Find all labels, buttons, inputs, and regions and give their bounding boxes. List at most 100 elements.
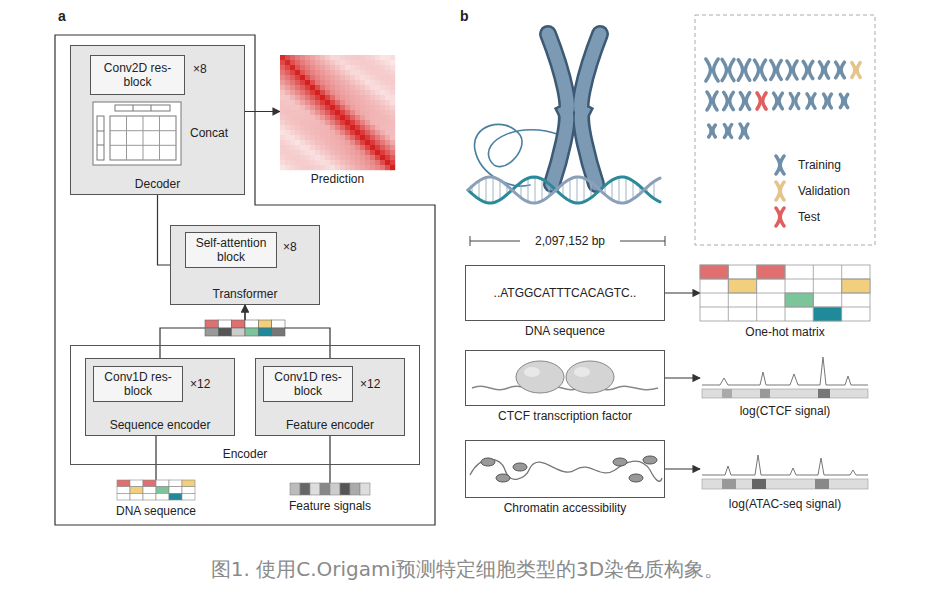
stroke [305, 90, 310, 95]
stroke [385, 65, 390, 70]
stroke [350, 165, 355, 170]
stroke [365, 120, 370, 125]
stroke [280, 145, 285, 150]
stroke [290, 55, 295, 60]
stroke [325, 75, 330, 80]
stroke [280, 140, 285, 145]
stroke [305, 140, 310, 145]
stroke [836, 62, 839, 78]
stroke [310, 90, 315, 95]
stroke [325, 110, 330, 115]
stroke [295, 70, 300, 75]
node-label: DNA sequence [116, 504, 196, 518]
stroke [375, 90, 380, 95]
stroke [330, 75, 335, 80]
drawing-part [548, 34, 567, 184]
stroke [355, 160, 360, 165]
drawing-part [93, 102, 181, 165]
connector [160, 305, 245, 358]
stroke [355, 60, 360, 65]
stroke [360, 60, 365, 65]
stroke [300, 160, 305, 165]
stroke [285, 65, 290, 70]
stroke [300, 110, 305, 115]
stroke [290, 80, 295, 85]
encoder-box: Sequence encoderConv1D res-block [85, 358, 235, 436]
stroke [315, 55, 320, 60]
stroke [370, 140, 375, 145]
stroke [360, 125, 365, 130]
stroke [280, 65, 285, 70]
stroke [763, 93, 766, 109]
stroke [468, 177, 660, 203]
stroke [340, 135, 345, 140]
stroke [295, 65, 300, 70]
stroke [375, 110, 380, 115]
stroke [300, 60, 305, 65]
stroke [335, 70, 340, 75]
stroke [335, 85, 340, 90]
stroke [375, 155, 380, 160]
drawing-part [643, 456, 657, 464]
stroke [310, 75, 315, 80]
stroke [746, 93, 750, 110]
stroke [305, 55, 310, 60]
stroke [315, 75, 320, 80]
stroke [340, 70, 345, 75]
stroke [355, 105, 360, 110]
connector [245, 305, 330, 358]
stroke [350, 160, 355, 165]
drawing-part [815, 479, 829, 489]
stroke [295, 90, 300, 95]
stroke [360, 165, 365, 170]
text-label: ×12 [190, 377, 210, 391]
stroke [305, 130, 310, 135]
connector [329, 436, 330, 483]
stroke [350, 65, 355, 70]
stroke [340, 90, 345, 95]
stroke [285, 55, 290, 60]
stroke [729, 59, 733, 80]
stroke [350, 105, 355, 110]
drawing-part [728, 279, 756, 293]
stroke [345, 80, 350, 85]
stroke [390, 155, 395, 160]
stroke [335, 150, 340, 155]
stroke [340, 105, 345, 110]
stroke [290, 120, 295, 125]
stroke [385, 85, 390, 90]
stroke [330, 145, 335, 150]
drawing-part [310, 483, 320, 495]
stroke [360, 65, 365, 70]
stroke [325, 145, 330, 150]
stroke [325, 135, 330, 140]
legend-row: Training [772, 152, 850, 178]
stroke [350, 140, 355, 145]
stroke [325, 140, 330, 145]
stroke [290, 115, 295, 120]
stroke [310, 145, 315, 150]
stroke [325, 155, 330, 160]
stroke [360, 155, 365, 160]
stroke [280, 150, 285, 155]
drawing-part [218, 320, 231, 328]
stroke [300, 85, 305, 90]
stroke [305, 70, 310, 75]
connector [245, 111, 280, 112]
stroke [350, 85, 355, 90]
drawing-part [156, 487, 169, 494]
stroke [300, 150, 305, 155]
stroke [355, 140, 360, 145]
drawing-part [513, 463, 527, 471]
stroke [345, 75, 350, 80]
stroke [310, 85, 315, 90]
stroke [370, 130, 375, 135]
stroke [365, 115, 370, 120]
stroke [305, 155, 310, 160]
stroke [295, 160, 300, 165]
stroke [350, 135, 355, 140]
stroke [370, 75, 375, 80]
stroke [577, 177, 578, 203]
stroke [375, 55, 380, 60]
stroke [300, 120, 305, 125]
